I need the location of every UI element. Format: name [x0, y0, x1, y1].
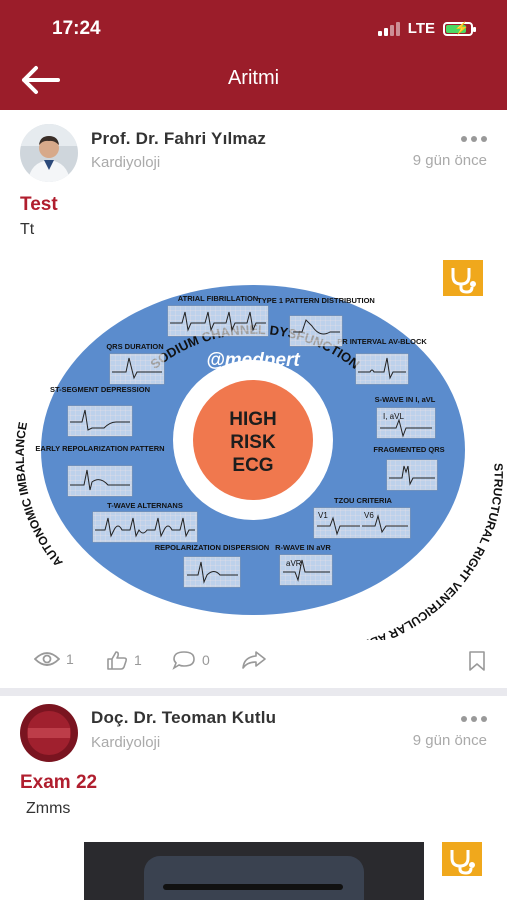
- item-label-af: ATRIAL FIBRILLATION: [178, 294, 258, 303]
- item-label-tzou: TZOU CRITERIA: [334, 496, 392, 505]
- ecg-tzou: V1 V6: [313, 507, 411, 539]
- author-department: Kardiyoloji: [91, 734, 161, 751]
- post-body: Tt: [20, 221, 35, 238]
- comment-button[interactable]: 0: [172, 650, 210, 670]
- item-label-repol: REPOLARIZATION DISPERSION: [155, 543, 269, 552]
- item-label-swave: S-WAVE IN I, aVL: [375, 395, 436, 404]
- view-count-value: 1: [66, 651, 74, 667]
- bookmark-button[interactable]: [468, 650, 486, 672]
- item-label-twave: T-WAVE ALTERNANS: [107, 501, 183, 510]
- status-bar: 17:24 LTE ⚡: [0, 0, 507, 52]
- post-image[interactable]: HIGH RISK ECG @medpert SODIUM CHANNEL DY…: [0, 260, 507, 660]
- item-label-early: EARLY REPOLARIZATION PATTERN: [35, 444, 164, 453]
- more-options-icon[interactable]: [461, 716, 487, 722]
- ecg-pr: [355, 353, 409, 385]
- home-indicator[interactable]: [163, 884, 343, 890]
- post-card[interactable]: Doç. Dr. Teoman Kutlu Kardiyoloji 9 gün …: [0, 696, 507, 900]
- post-body: Zmms: [26, 800, 71, 817]
- stethoscope-badge-icon: [443, 260, 483, 296]
- item-label-qrs: QRS DURATION: [106, 342, 163, 351]
- item-label-fqrs: FRAGMENTED QRS: [373, 445, 444, 454]
- ecg-fqrs: [386, 459, 438, 491]
- ecg-st: [67, 405, 133, 437]
- status-time: 17:24: [52, 18, 101, 39]
- share-icon: [242, 651, 266, 669]
- post-actions: 1 1 0: [0, 650, 507, 680]
- status-indicators: LTE ⚡: [377, 20, 476, 37]
- lead-label-avr: aVR: [286, 559, 302, 568]
- ecg-swave: I, aVL: [376, 407, 436, 439]
- share-button[interactable]: [241, 650, 267, 670]
- center-circle: [193, 380, 313, 500]
- signal-icon: [377, 21, 400, 36]
- lead-label-v6: V6: [364, 511, 374, 520]
- ecg-repol: [183, 556, 241, 588]
- item-label-ravr: R-WAVE IN aVR: [275, 543, 331, 552]
- lead-label-i-avl: I, aVL: [383, 412, 404, 421]
- page-title: Aritmi: [227, 67, 280, 89]
- comment-count-value: 0: [202, 652, 210, 668]
- post-time: 9 gün önce: [412, 732, 487, 749]
- center-line-3: ECG: [232, 455, 273, 476]
- thumbs-up-icon: [107, 651, 128, 670]
- more-options-icon[interactable]: [461, 136, 487, 142]
- ecg-twave: [92, 511, 198, 543]
- ecg-qrs: [109, 353, 165, 385]
- comment-icon: [172, 651, 195, 670]
- battery-icon: ⚡: [443, 21, 476, 36]
- center-line-2: RISK: [230, 432, 276, 453]
- eye-icon: [34, 652, 60, 666]
- ecg-infographic: HIGH RISK ECG @medpert SODIUM CHANNEL DY…: [13, 260, 506, 660]
- bookmark-icon: [469, 651, 485, 671]
- avatar[interactable]: [20, 704, 78, 762]
- item-label-pr: PR INTERVAL AV-BLOCK: [337, 337, 427, 346]
- stethoscope-badge-icon: [442, 842, 482, 876]
- network-type: LTE: [407, 20, 435, 37]
- view-count: 1: [34, 650, 74, 668]
- item-label-type1: TYPE 1 PATTERN DISTRIBUTION: [257, 296, 375, 305]
- author-department: Kardiyoloji: [91, 154, 161, 171]
- post-time: 9 gün önce: [412, 152, 487, 169]
- ecg-ravr: aVR: [279, 554, 333, 586]
- post-card[interactable]: Prof. Dr. Fahri Yılmaz Kardiyoloji 9 gün…: [0, 110, 507, 688]
- lead-label-v1: V1: [318, 511, 328, 520]
- post-image[interactable]: [84, 842, 424, 900]
- avatar[interactable]: [20, 124, 78, 182]
- watermark-text: @medpert: [206, 350, 300, 371]
- ecg-type1: [289, 315, 343, 347]
- post-title: Exam 22: [20, 772, 98, 793]
- author-name[interactable]: Prof. Dr. Fahri Yılmaz: [91, 129, 267, 148]
- item-label-st: ST-SEGMENT DEPRESSION: [50, 385, 150, 394]
- ecg-af: [167, 305, 269, 337]
- like-button[interactable]: 1: [106, 650, 142, 670]
- back-arrow-icon[interactable]: [18, 62, 62, 98]
- center-line-1: HIGH: [229, 409, 277, 430]
- post-title: Test: [20, 194, 58, 215]
- nav-bar: Aritmi: [0, 52, 507, 110]
- like-count-value: 1: [134, 652, 142, 668]
- ecg-early: [67, 465, 133, 497]
- author-name[interactable]: Doç. Dr. Teoman Kutlu: [91, 708, 277, 727]
